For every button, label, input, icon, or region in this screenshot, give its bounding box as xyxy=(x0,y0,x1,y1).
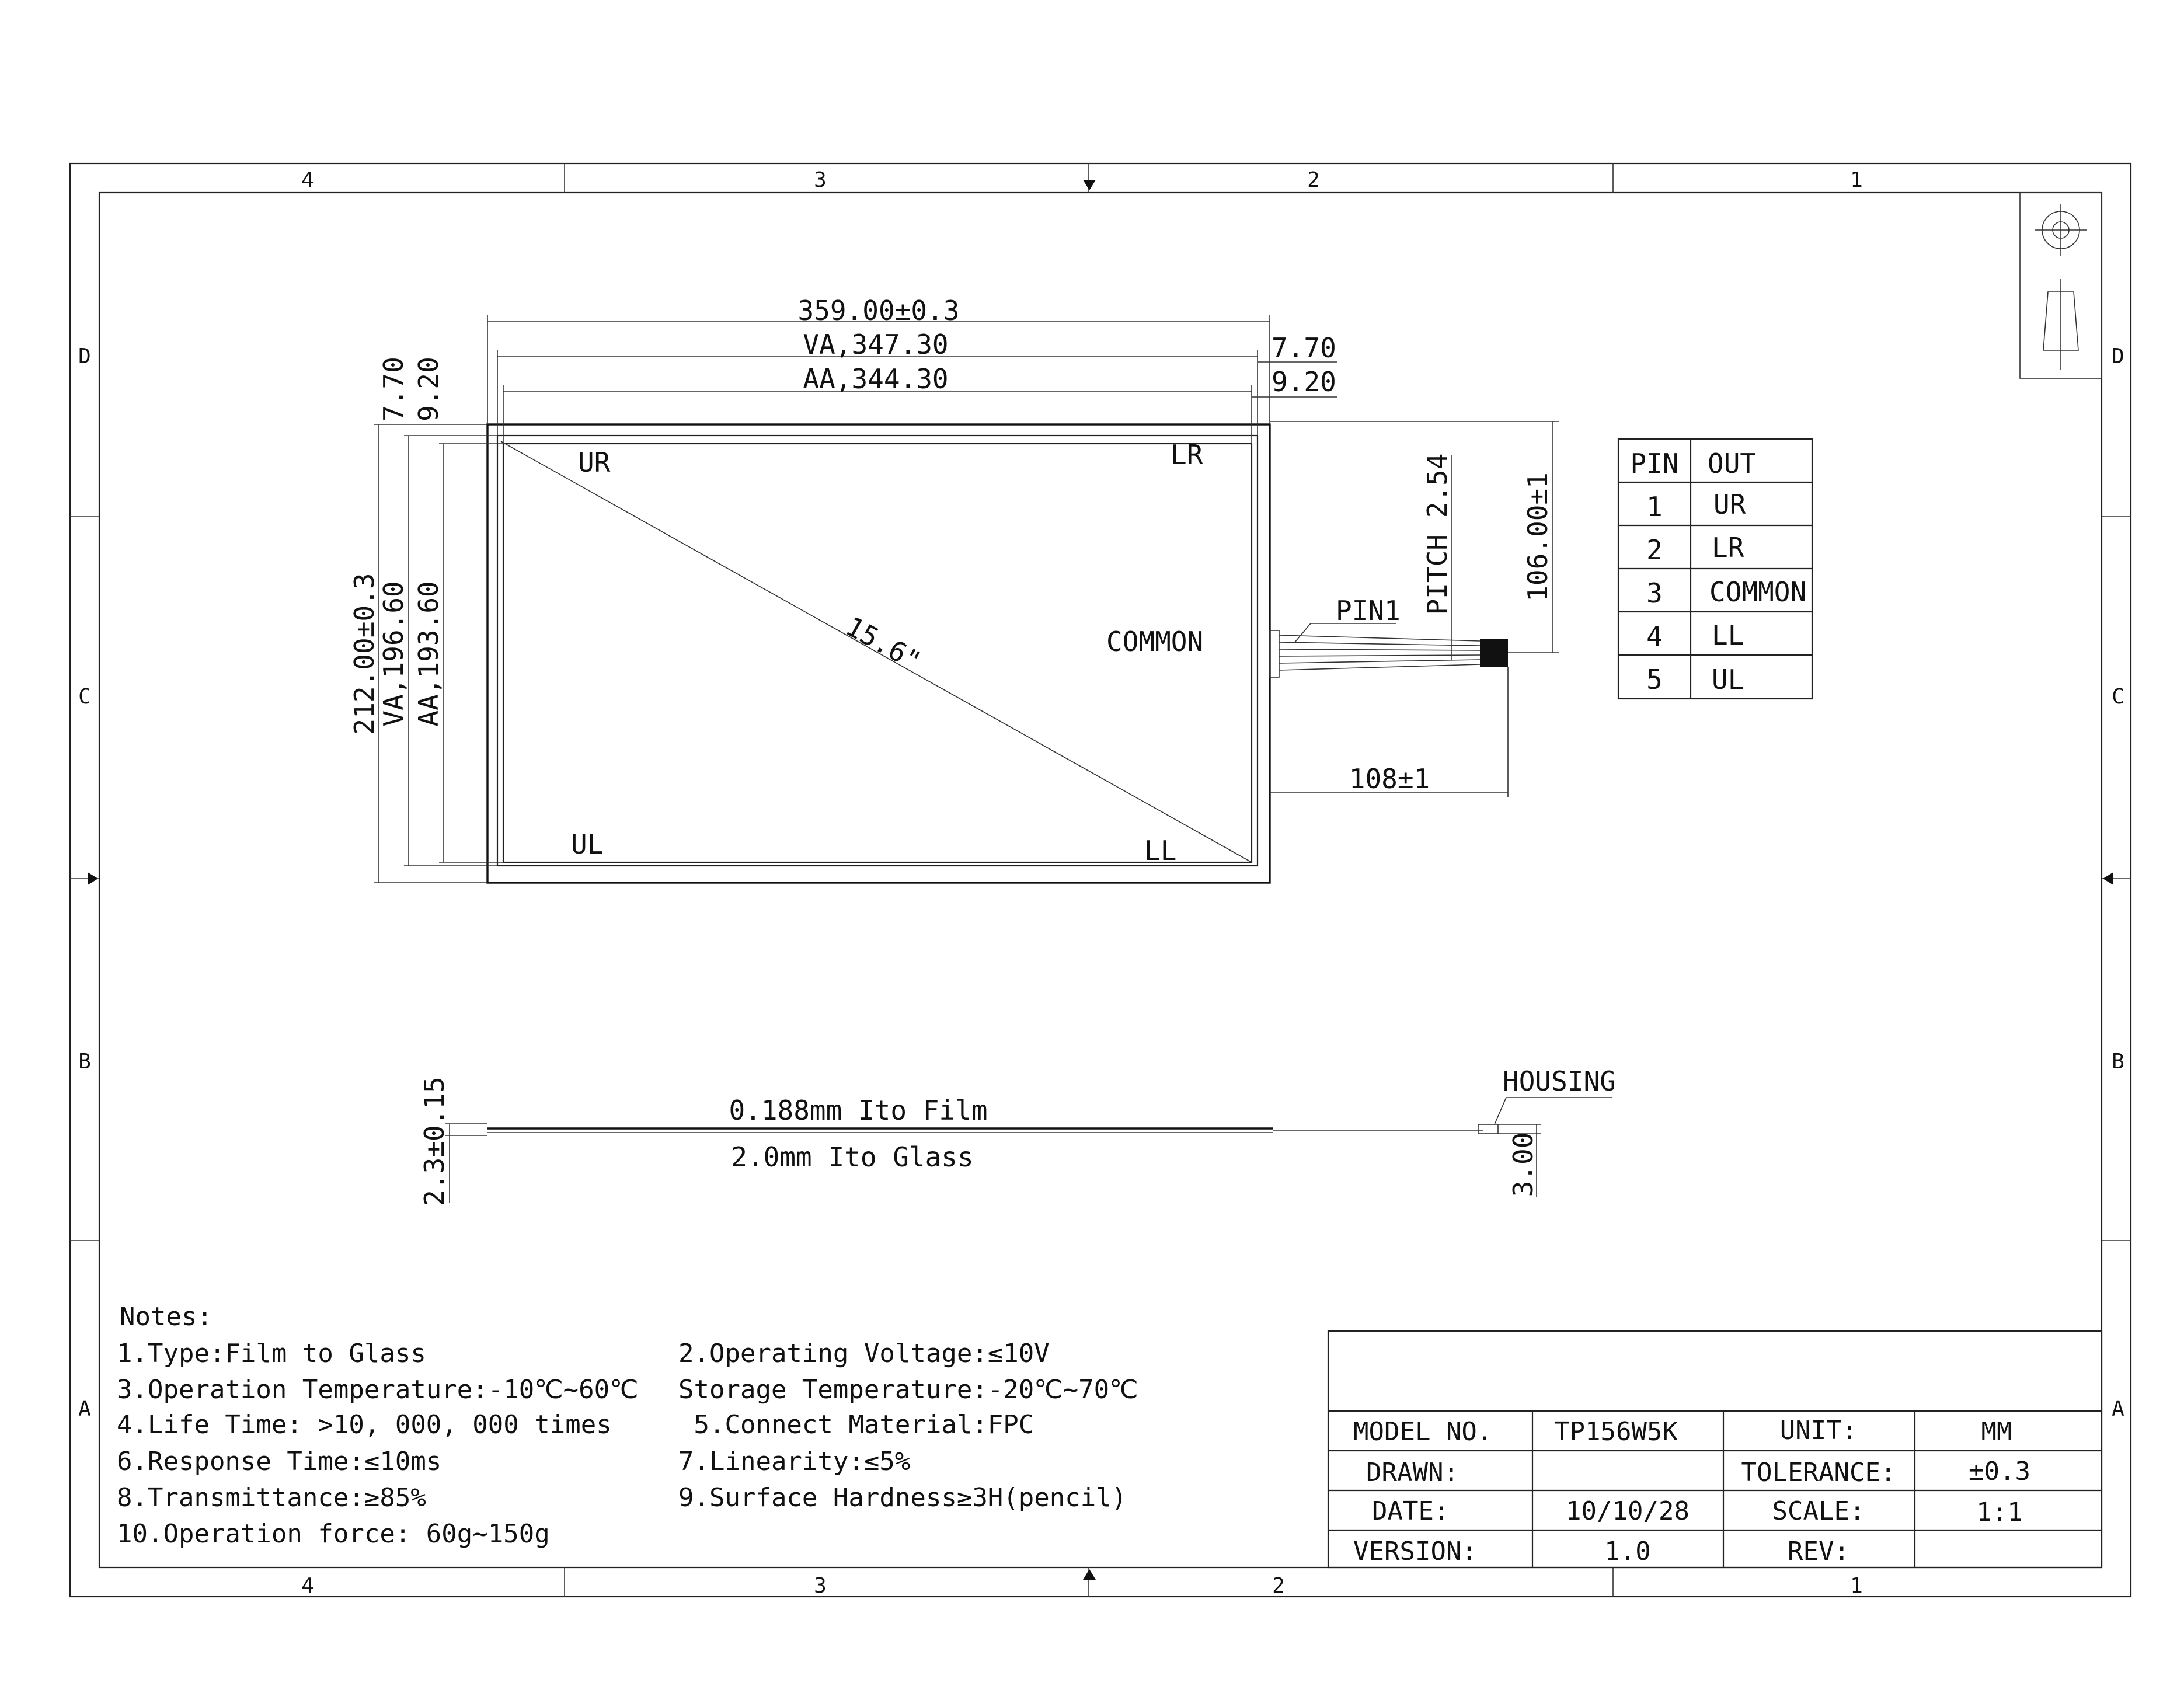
dim-tail-length: 108±1 xyxy=(1349,763,1430,795)
center-mark-top xyxy=(1083,180,1096,190)
zone-row-right-b: B xyxy=(2112,1050,2124,1074)
label-ul: UL xyxy=(571,828,603,860)
drawn-label: DRAWN: xyxy=(1366,1458,1459,1488)
pin-table-row-5-out: UL xyxy=(1712,664,1744,695)
note-10: 10.Operation force: 60g~150g xyxy=(117,1519,550,1549)
dim-outer-height: 212.00±0.3 xyxy=(349,573,380,735)
label-common: COMMON xyxy=(1106,626,1203,657)
note-4: 4.Life Time: >10, 000, 000 times xyxy=(117,1410,612,1440)
dim-aa-height: AA,193.60 xyxy=(413,581,444,726)
dim-tail-offset: 106.00±1 xyxy=(1522,472,1553,602)
projection-symbol-icon xyxy=(2019,192,2102,379)
tolerance-value: ±0.3 xyxy=(1969,1457,2030,1486)
fpc-tail xyxy=(1269,623,1508,678)
pin-table-row-5-pin: 5 xyxy=(1646,664,1663,695)
fpc-connector xyxy=(1480,639,1508,667)
dim-va-width: VA,347.30 xyxy=(803,329,948,360)
label-pin1: PIN1 xyxy=(1336,595,1401,626)
pin-table-row-3-out: COMMON xyxy=(1709,576,1806,608)
zone-col-top-1: 1 xyxy=(1850,168,1863,192)
version-label: VERSION: xyxy=(1353,1537,1477,1566)
note-storage: Storage Temperature:-20℃~70℃ xyxy=(678,1375,1138,1405)
model-label: MODEL NO. xyxy=(1353,1417,1492,1447)
va-outline xyxy=(496,434,1259,867)
zone-row-right-c: C xyxy=(2112,685,2124,709)
dim-top-margin-aa: 9.20 xyxy=(413,357,444,421)
scale-value: 1:1 xyxy=(1976,1497,2022,1527)
dim-aa-width: AA,344.30 xyxy=(803,363,948,395)
date-label: DATE: xyxy=(1372,1496,1449,1526)
dim-top-margin-va: 7.70 xyxy=(378,357,409,421)
zone-row-left-c: C xyxy=(78,685,91,709)
zone-col-top-2: 2 xyxy=(1307,168,1320,192)
note-3: 3.Operation Temperature:-10℃~60℃ xyxy=(117,1375,639,1405)
center-mark-left xyxy=(88,872,98,885)
title-block: MODEL NO. TP156W5K UNIT: MM DRAWN: TOLER… xyxy=(1327,1330,2103,1569)
note-6: 6.Response Time:≤10ms xyxy=(117,1447,441,1476)
tolerance-label: TOLERANCE: xyxy=(1741,1458,1896,1488)
dim-thickness: 2.3±0.15 xyxy=(419,1077,450,1206)
label-housing: HOUSING xyxy=(1503,1065,1616,1097)
unit-label: UNIT: xyxy=(1780,1416,1857,1445)
pin-table-row-2-out: LR xyxy=(1712,532,1744,563)
pin-table-row-3-pin: 3 xyxy=(1646,577,1663,609)
diagonal-line xyxy=(500,441,1252,863)
label-diagonal-size: 15.6" xyxy=(841,610,926,677)
pin-table-header-out: OUT xyxy=(1708,448,1756,479)
dim-right-margin-va: 7.70 xyxy=(1272,332,1336,364)
notes: Notes: 1.Type:Film to Glass 3.Operation … xyxy=(117,1302,1138,1549)
label-glass: 2.0mm Ito Glass xyxy=(731,1141,973,1173)
zone-col-bottom-1: 1 xyxy=(1850,1574,1863,1598)
note-1: 1.Type:Film to Glass xyxy=(117,1339,426,1368)
note-2: 2.Operating Voltage:≤10V xyxy=(678,1339,1050,1368)
zone-col-bottom-3: 3 xyxy=(814,1574,827,1598)
zone-col-top-4: 4 xyxy=(301,168,314,192)
zone-row-left-a: A xyxy=(78,1397,91,1421)
notes-title: Notes: xyxy=(120,1302,213,1332)
note-7: 7.Linearity:≤5% xyxy=(678,1447,910,1476)
side-view: 0.188mm Ito Film 2.0mm Ito Glass 2.3±0.1… xyxy=(419,1065,1616,1206)
zone-col-bottom-2: 2 xyxy=(1272,1574,1285,1598)
note-5: 5.Connect Material:FPC xyxy=(678,1410,1034,1440)
label-ur: UR xyxy=(578,447,611,478)
label-ll: LL xyxy=(1144,835,1176,866)
center-mark-bottom xyxy=(1083,1569,1096,1580)
zone-labels: 4 3 2 1 4 3 2 1 D C B A D C B A xyxy=(78,168,2124,1598)
model-value: TP156W5K xyxy=(1554,1417,1678,1447)
zone-col-top-3: 3 xyxy=(814,168,827,192)
zone-row-right-a: A xyxy=(2112,1397,2124,1421)
center-mark-right xyxy=(2103,872,2113,885)
pin-table-row-4-pin: 4 xyxy=(1646,621,1663,652)
zone-row-left-b: B xyxy=(78,1050,91,1074)
pin-table-header-pin: PIN xyxy=(1630,448,1678,479)
pin-table-row-1-pin: 1 xyxy=(1646,491,1663,522)
zone-row-left-d: D xyxy=(78,344,91,368)
front-view: 359.00±0.3 VA,347.30 AA,344.30 7.70 9.20… xyxy=(349,295,1559,884)
scale-label: SCALE: xyxy=(1772,1496,1865,1526)
housing-shape xyxy=(1478,1124,1499,1134)
pin-table: PIN OUT 1 UR 2 LR 3 COMMON 4 LL 5 UL xyxy=(1617,438,1813,700)
zone-col-bottom-4: 4 xyxy=(301,1574,314,1598)
label-film: 0.188mm Ito Film xyxy=(729,1095,987,1126)
label-lr: LR xyxy=(1171,439,1203,471)
pin-table-row-2-pin: 2 xyxy=(1646,534,1663,566)
dim-right-margin-aa: 9.20 xyxy=(1272,366,1336,398)
aa-outline xyxy=(502,443,1253,863)
dim-va-height: VA,196.60 xyxy=(378,581,409,726)
version-value: 1.0 xyxy=(1604,1537,1650,1566)
zone-row-right-d: D xyxy=(2112,344,2124,368)
dim-outer-width: 359.00±0.3 xyxy=(798,295,960,326)
pin-table-row-4-out: LL xyxy=(1712,619,1744,651)
dim-housing-height: 3.00 xyxy=(1507,1133,1539,1197)
pin-table-row-1-out: UR xyxy=(1713,489,1746,520)
note-9: 9.Surface Hardness≥3H(pencil) xyxy=(678,1483,1127,1513)
note-8: 8.Transmittance:≥85% xyxy=(117,1483,426,1513)
date-value: 10/10/28 xyxy=(1566,1496,1690,1526)
rev-label: REV: xyxy=(1788,1537,1849,1566)
sheet-frame xyxy=(69,162,2132,1598)
unit-value: MM xyxy=(1981,1417,2012,1447)
dim-pitch: PITCH 2.54 xyxy=(1422,454,1453,615)
